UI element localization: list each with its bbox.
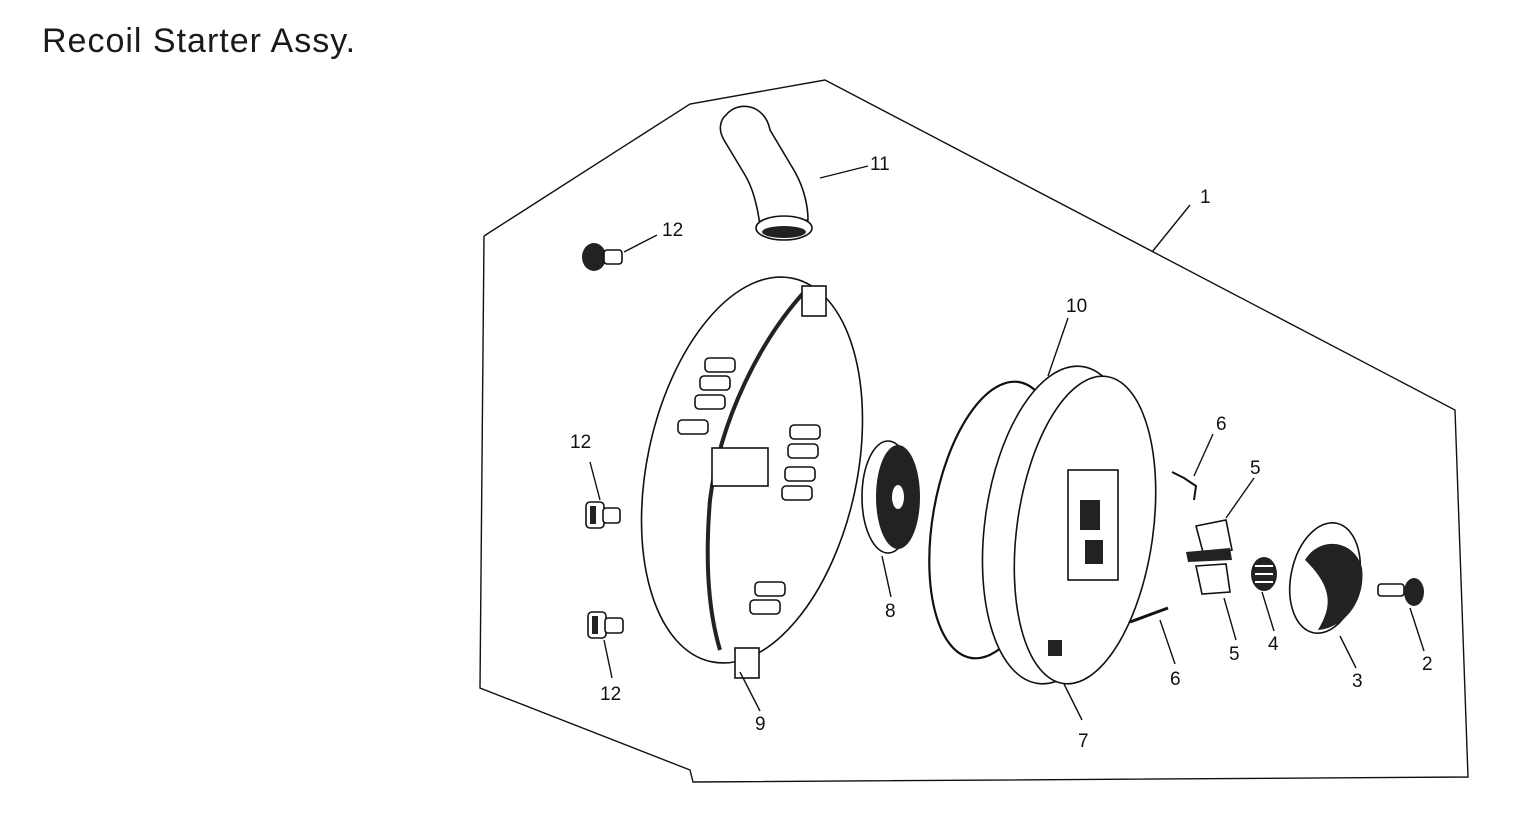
part-label-8: 8 xyxy=(885,601,896,622)
part-label-6-lower: 6 xyxy=(1170,669,1181,690)
part-label-7: 7 xyxy=(1078,731,1089,752)
part-label-12-top: 12 xyxy=(662,220,683,241)
bolt-bottom xyxy=(587,611,624,639)
part-label-12-left: 12 xyxy=(570,432,591,453)
ratchet xyxy=(1288,521,1363,635)
pawl-spring-lower xyxy=(1129,606,1169,624)
part-label-12-bottom: 12 xyxy=(600,684,621,705)
part-label-11: 11 xyxy=(870,154,890,175)
part-label-4: 4 xyxy=(1268,634,1279,655)
screw xyxy=(1377,578,1424,606)
part-label-2: 2 xyxy=(1422,654,1433,675)
starter-case xyxy=(640,276,864,679)
part-label-3: 3 xyxy=(1352,671,1363,692)
reel xyxy=(981,365,1157,685)
pawl-spring-upper xyxy=(1171,471,1198,501)
pawl-lower xyxy=(1195,563,1231,595)
diagram-title: Recoil Starter Assy. xyxy=(42,22,357,60)
part-label-10: 10 xyxy=(1066,296,1087,317)
bolt-top xyxy=(582,243,623,271)
bolt-left xyxy=(585,501,621,529)
part-label-6-upper: 6 xyxy=(1216,414,1227,435)
part-label-1: 1 xyxy=(1200,187,1211,208)
spring xyxy=(1251,557,1277,591)
part-label-5-lower: 5 xyxy=(1229,644,1240,665)
assembly-outline xyxy=(479,79,1469,783)
rope-handle xyxy=(719,105,813,241)
part-label-5-upper: 5 xyxy=(1250,458,1261,479)
leader-lines xyxy=(589,165,1425,721)
spring-cassette xyxy=(861,440,920,554)
pawl-upper xyxy=(1186,519,1233,562)
part-label-9: 9 xyxy=(755,714,766,735)
